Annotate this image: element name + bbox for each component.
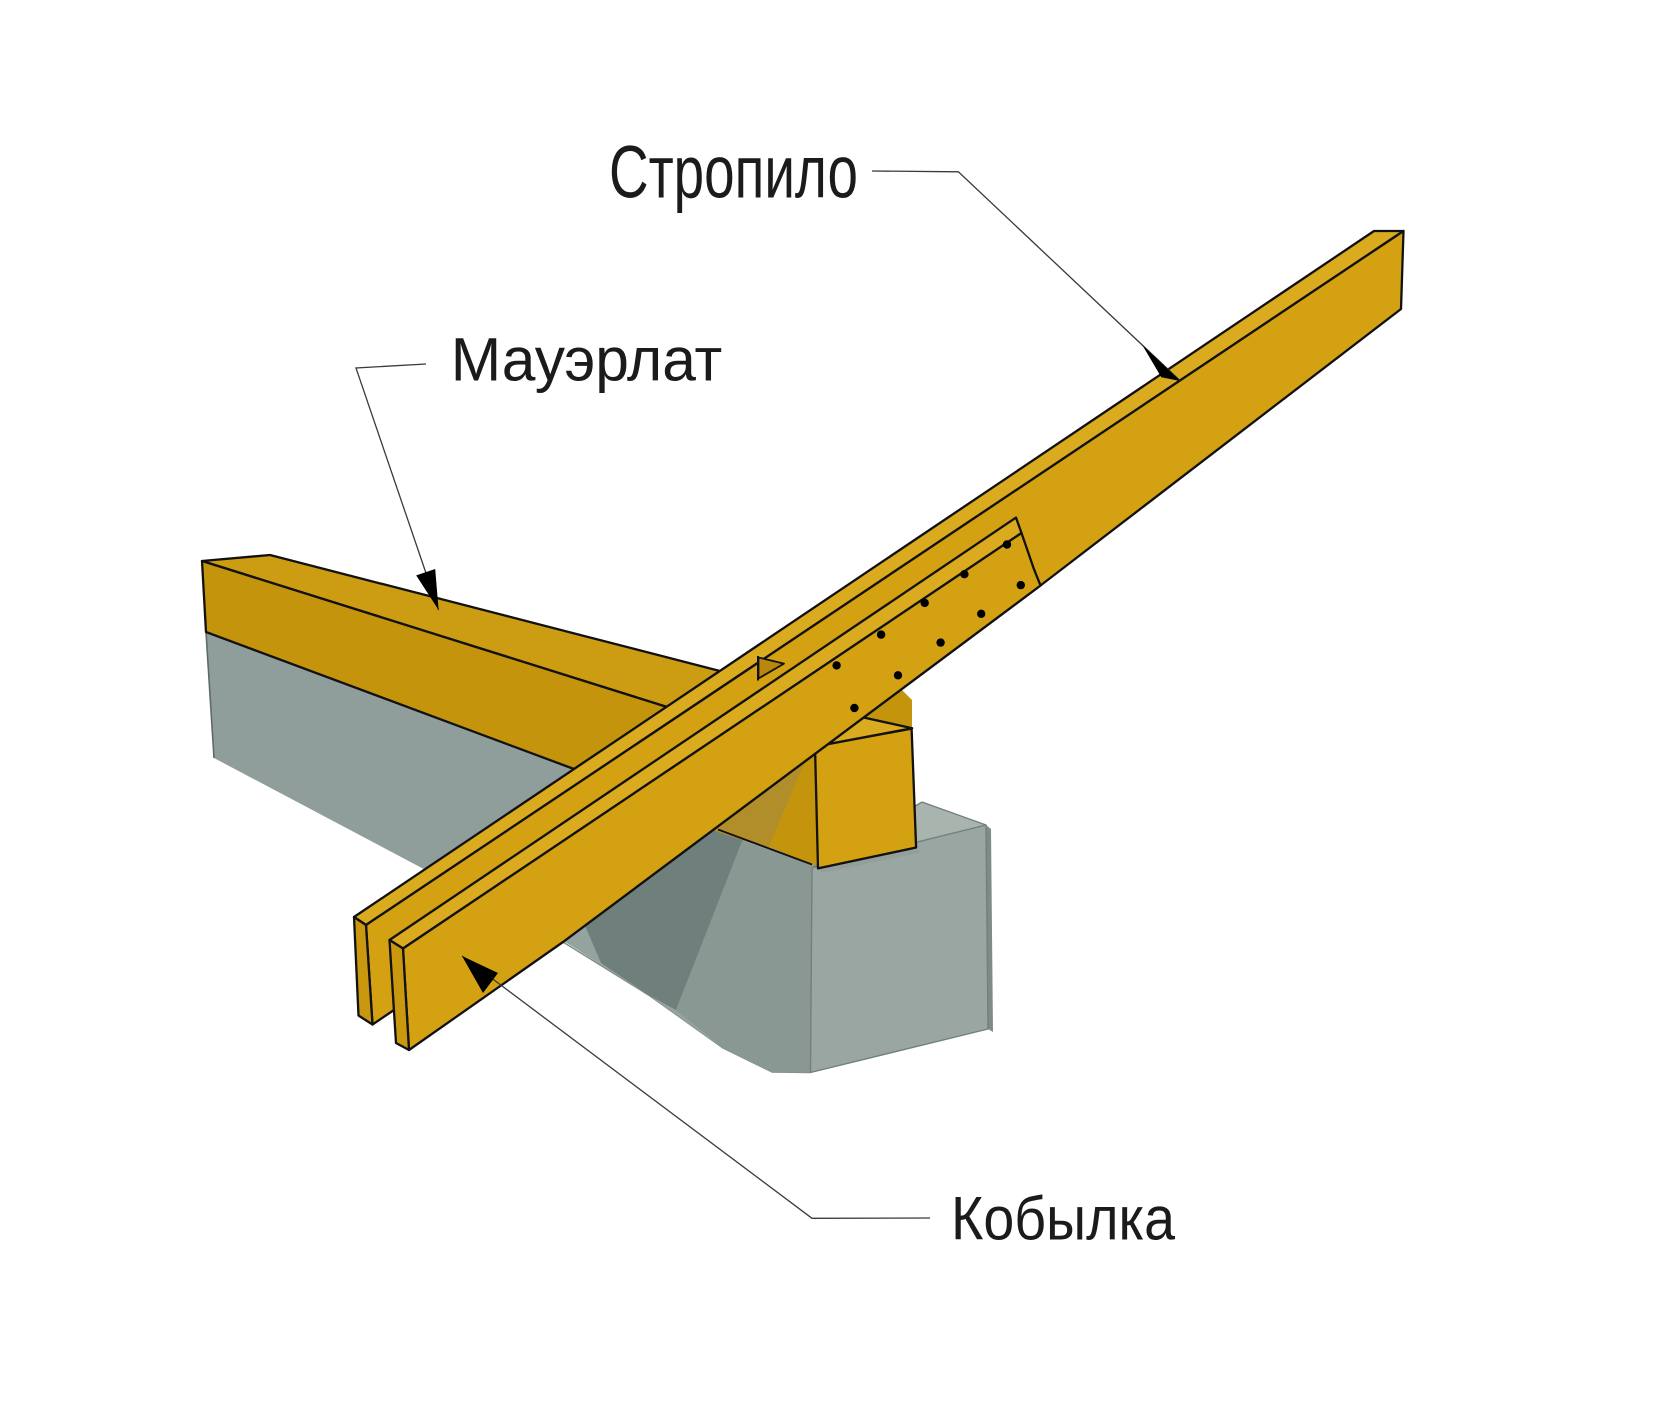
svg-text:Стропило: Стропило: [609, 131, 858, 214]
svg-text:Кобылка: Кобылка: [951, 1184, 1175, 1252]
svg-text:Мауэрлат: Мауэрлат: [451, 326, 723, 394]
